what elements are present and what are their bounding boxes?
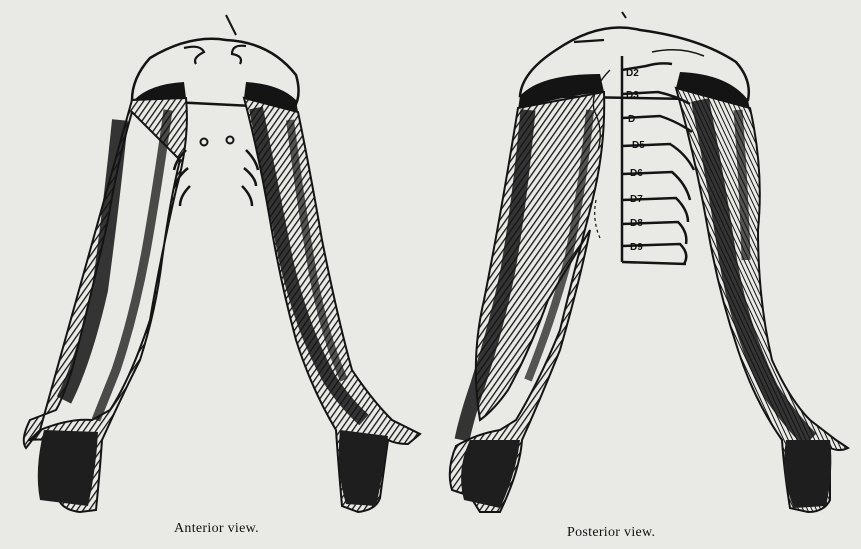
label-d9: D9 — [630, 242, 643, 253]
anterior-view-figure — [24, 15, 420, 512]
posterior-view-figure: D2 D3 D D5 D6 D7 D8 D9 — [450, 12, 848, 512]
label-d6: D6 — [630, 168, 643, 179]
label-d2: D2 — [626, 68, 639, 79]
posterior-view-caption: Posterior view. — [567, 525, 655, 541]
label-d7: D7 — [630, 194, 643, 205]
label-d3: D3 — [626, 90, 639, 101]
label-d8: D8 — [630, 218, 643, 229]
label-d5: D5 — [632, 140, 645, 151]
label-d4: D — [628, 114, 635, 125]
anterior-view-caption: Anterior view. — [174, 521, 259, 537]
